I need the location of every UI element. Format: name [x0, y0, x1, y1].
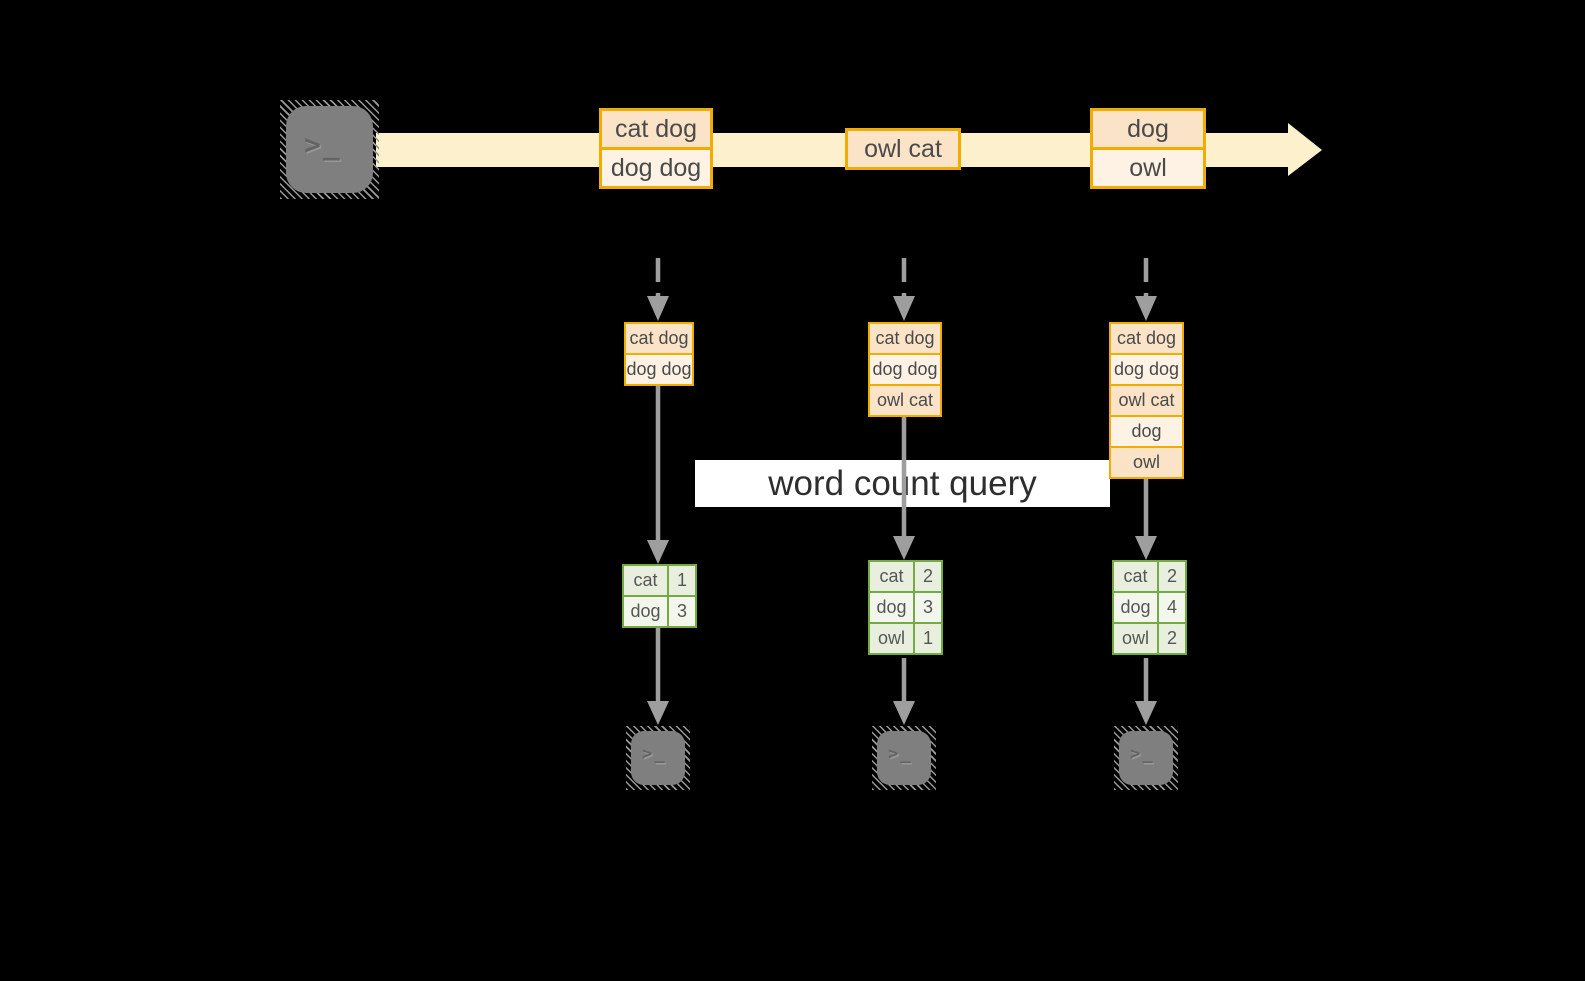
buffer-row: owl cat — [1111, 384, 1182, 415]
count-cell: 2 — [1159, 624, 1185, 653]
stream-message-1: cat dog dog dog — [599, 108, 713, 189]
event-buffer-3: cat dog dog dog owl cat dog owl — [1109, 322, 1184, 479]
stream-message-row: dog dog — [602, 147, 710, 186]
terminal-body: >_ — [286, 106, 373, 193]
query-arrowhead-1 — [647, 540, 669, 564]
terminal-prompt-glyph: >_ — [1130, 744, 1155, 764]
source-terminal-icon: >_ — [280, 100, 379, 199]
buffer-row: dog — [1111, 415, 1182, 446]
buffer-row: cat dog — [870, 324, 940, 353]
word-cell: cat — [624, 566, 667, 595]
buffer-row: dog dog — [1111, 353, 1182, 384]
count-table-3: cat 2 dog 4 owl 2 — [1112, 560, 1187, 655]
buffer-row: owl — [1111, 446, 1182, 477]
count-cell: 3 — [915, 593, 941, 622]
count-cell: 1 — [669, 566, 695, 595]
count-cell: 1 — [915, 624, 941, 653]
terminal-body: >_ — [1119, 731, 1173, 785]
buffer-row: owl cat — [870, 384, 940, 415]
query-arrowhead-3 — [1135, 536, 1157, 560]
count-cell: 2 — [1159, 562, 1185, 591]
query-arrowhead-2 — [893, 536, 915, 560]
count-cell: 3 — [669, 597, 695, 626]
ingest-arrowhead-3 — [1135, 296, 1157, 321]
stream-message-row: dog — [1093, 111, 1203, 147]
terminal-body: >_ — [631, 731, 685, 785]
ingest-arrowhead-2 — [893, 296, 915, 321]
buffer-row: dog dog — [870, 353, 940, 384]
word-cell: dog — [624, 597, 667, 626]
output-terminal-icon-3: >_ — [1114, 726, 1178, 790]
output-arrowhead-1 — [647, 701, 669, 725]
terminal-body: >_ — [877, 731, 931, 785]
buffer-row: dog dog — [626, 353, 692, 384]
stream-message-row: owl cat — [848, 131, 958, 167]
count-cell: 2 — [915, 562, 941, 591]
terminal-prompt-glyph: >_ — [642, 744, 667, 764]
word-cell: cat — [870, 562, 913, 591]
word-cell: dog — [1114, 593, 1157, 622]
count-cell: 4 — [1159, 593, 1185, 622]
event-buffer-2: cat dog dog dog owl cat — [868, 322, 942, 417]
word-cell: owl — [1114, 624, 1157, 653]
buffer-row: cat dog — [1111, 324, 1182, 353]
output-terminal-icon-1: >_ — [626, 726, 690, 790]
count-table-1: cat 1 dog 3 — [622, 564, 697, 628]
word-cell: dog — [870, 593, 913, 622]
terminal-prompt-glyph: >_ — [304, 128, 342, 161]
ingest-arrowhead-1 — [647, 296, 669, 321]
output-terminal-icon-2: >_ — [872, 726, 936, 790]
output-arrowhead-3 — [1135, 701, 1157, 725]
stream-message-row: owl — [1093, 147, 1203, 186]
output-arrowhead-2 — [893, 701, 915, 725]
buffer-row: cat dog — [626, 324, 692, 353]
count-table-2: cat 2 dog 3 owl 1 — [868, 560, 943, 655]
event-buffer-1: cat dog dog dog — [624, 322, 694, 386]
stream-message-3: dog owl — [1090, 108, 1206, 189]
word-cell: owl — [870, 624, 913, 653]
stream-message-2: owl cat — [845, 128, 961, 170]
stream-message-row: cat dog — [602, 111, 710, 147]
word-cell: cat — [1114, 562, 1157, 591]
terminal-prompt-glyph: >_ — [888, 744, 913, 764]
